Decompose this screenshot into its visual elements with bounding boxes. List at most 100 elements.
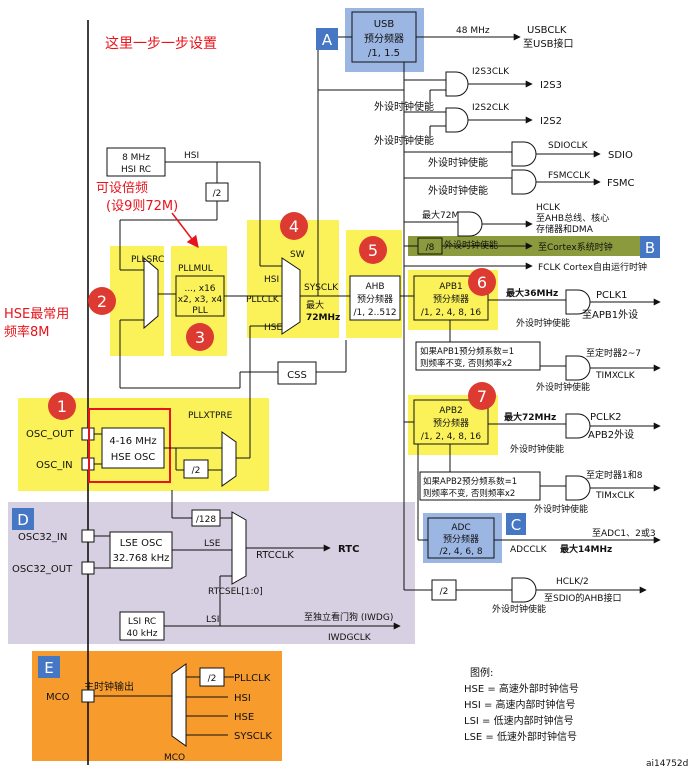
adc-ratio: /2, 4, 6, 8 xyxy=(439,547,482,557)
legend-hse: HSE = 高速外部时钟信号 xyxy=(464,682,579,695)
lsi-freq: 40 kHz xyxy=(126,629,157,639)
apb2-timer-enable: 外设时钟使能 xyxy=(534,503,588,515)
i2s2clk-label: I2S2CLK xyxy=(472,103,510,113)
sdio-ahb-hclk2: HCLK/2 xyxy=(556,577,589,587)
apb2-sub: 预分频器 xyxy=(433,417,469,429)
apb2-timer: 至定时器1和8 xyxy=(586,469,643,481)
hclk-enable: 外设时钟使能 xyxy=(444,239,498,251)
marker-5-label: 5 xyxy=(368,241,378,260)
i2s3-label: I2S3 xyxy=(540,80,562,91)
css-label: CSS xyxy=(287,370,307,381)
apb1-timer-enable: 外设时钟使能 xyxy=(536,381,590,393)
apb1-max: 最大36MHz xyxy=(506,287,558,299)
marker-2: 2 xyxy=(88,287,116,315)
hse-highlight xyxy=(88,408,171,483)
ref-code: ai14752d xyxy=(646,759,688,769)
pll-name: PLL xyxy=(192,306,207,316)
legend-lsi: LSI = 低速内部时钟信号 xyxy=(464,714,574,727)
rtcsel-label: RTCSEL[1:0] xyxy=(208,587,263,597)
hclk-gate xyxy=(457,211,483,237)
ahb-sub: 预分频器 xyxy=(357,293,393,305)
adc-dest: 至ADC1、2或3 xyxy=(592,527,656,539)
apb2-title: APB2 xyxy=(439,406,462,416)
apb1-timer-gate xyxy=(565,355,591,381)
mco-title: 主时钟输出 xyxy=(84,680,134,693)
marker-e xyxy=(38,656,60,678)
sdio-ahb-dest: 至SDIO的AHB接口 xyxy=(544,592,621,604)
hsi-rc-box xyxy=(106,147,166,177)
pllsrc-mux xyxy=(143,256,159,330)
hse-div2-box xyxy=(183,459,209,479)
sdio-ahb-div: /2 xyxy=(440,587,449,597)
hsi-div2: /2 xyxy=(213,189,222,199)
legend-lse: LSE = 低速外部时钟信号 xyxy=(464,730,577,743)
lsi-name: LSI RC xyxy=(128,617,156,627)
ahb-ratio: /1, 2..512 xyxy=(353,308,396,318)
mco-mux-label: MCO xyxy=(164,753,185,763)
apb2-max: 最大72MHz xyxy=(504,411,556,423)
lse-line-label: LSE xyxy=(204,539,221,549)
fsmc-gate xyxy=(511,169,537,195)
marker-5: 5 xyxy=(359,236,387,264)
marker-a xyxy=(316,28,338,50)
lse-freq: 32.768 kHz xyxy=(113,553,170,564)
sdio-gate xyxy=(511,141,537,167)
legend-title: 图例: xyxy=(470,666,493,679)
cortex-dest: 至Cortex系统时钟 xyxy=(538,241,613,253)
pll-factors-2: x2, x3, x4 xyxy=(178,295,223,305)
marker-d xyxy=(12,508,34,530)
adc-title: ADC xyxy=(451,523,470,533)
mco-pin-label: MCO xyxy=(46,692,70,703)
sdio-ahb-enable: 外设时钟使能 xyxy=(492,603,546,615)
mco-hse: HSE xyxy=(234,712,254,723)
apb2-note-1: 如果APB2预分频系数=1 xyxy=(423,476,517,487)
usb-sub: 预分频器 xyxy=(364,32,404,45)
i2s3-gate xyxy=(445,71,469,97)
lse-osc-box xyxy=(109,531,173,569)
apb1-gate xyxy=(565,289,591,315)
marker-3-label: 3 xyxy=(195,328,205,347)
sdio-enable: 外设时钟使能 xyxy=(428,156,488,169)
pllxtpre-mux xyxy=(221,431,237,487)
usb-freq: 48 MHz xyxy=(456,26,490,36)
fsmc-enable: 外设时钟使能 xyxy=(428,184,488,197)
apb1-timer-note-box xyxy=(415,341,541,371)
osc32-out-label: OSC32_OUT xyxy=(12,564,73,575)
i2s3-enable: 外设时钟使能 xyxy=(374,100,434,113)
hsi-freq: 8 MHz xyxy=(122,153,150,163)
usb-clk: USBCLK xyxy=(527,25,567,36)
iwdgclk-label: IWDGCLK xyxy=(328,633,372,643)
osc32-out-pin xyxy=(81,561,95,575)
usb-ratio: /1, 1.5 xyxy=(368,48,400,59)
marker-c xyxy=(506,513,526,535)
apb1-sub: 预分频器 xyxy=(433,293,469,305)
osc32-in-pin xyxy=(81,529,95,543)
pllmul-label: PLLMUL xyxy=(178,264,213,274)
legend-hsi: HSI = 高速内部时钟信号 xyxy=(464,698,576,711)
apb1-title: APB1 xyxy=(439,282,462,292)
hse-div128: /128 xyxy=(196,515,216,525)
sw-label: SW xyxy=(290,250,305,260)
pll-box xyxy=(175,275,225,317)
rtcclk-label: RTCCLK xyxy=(256,550,294,561)
marker-6-label: 6 xyxy=(477,273,487,292)
apb2-timclk: TIMxCLK xyxy=(595,491,636,501)
rtcsel-mux xyxy=(231,511,247,585)
pclk1-label: PCLK1 xyxy=(596,290,628,301)
sw-max: 最大 xyxy=(306,299,324,311)
hse-note-1: HSE最常用 xyxy=(4,307,69,322)
ahb-prescaler-box xyxy=(349,275,401,321)
apb1-timer: 至定时器2~7 xyxy=(586,347,641,359)
apb1-dest: 至APB1外设 xyxy=(582,309,638,321)
fclk-label: FCLK Cortex自由运行时钟 xyxy=(538,261,647,273)
apb2-timer-gate xyxy=(565,475,591,501)
top-note: 这里一步一步设置 xyxy=(105,35,217,52)
apb1-ratio: /1, 2, 4, 8, 16 xyxy=(421,308,482,318)
sw-sysclk: SYSCLK xyxy=(304,283,339,293)
hclk-dest2: 存储器和DMA xyxy=(536,223,594,235)
sw-max2: 72MHz xyxy=(306,313,340,323)
marker-b-label: B xyxy=(645,239,655,257)
i2s2-enable: 外设时钟使能 xyxy=(374,134,434,147)
pll-factors-1: ..., x16 xyxy=(184,284,215,294)
